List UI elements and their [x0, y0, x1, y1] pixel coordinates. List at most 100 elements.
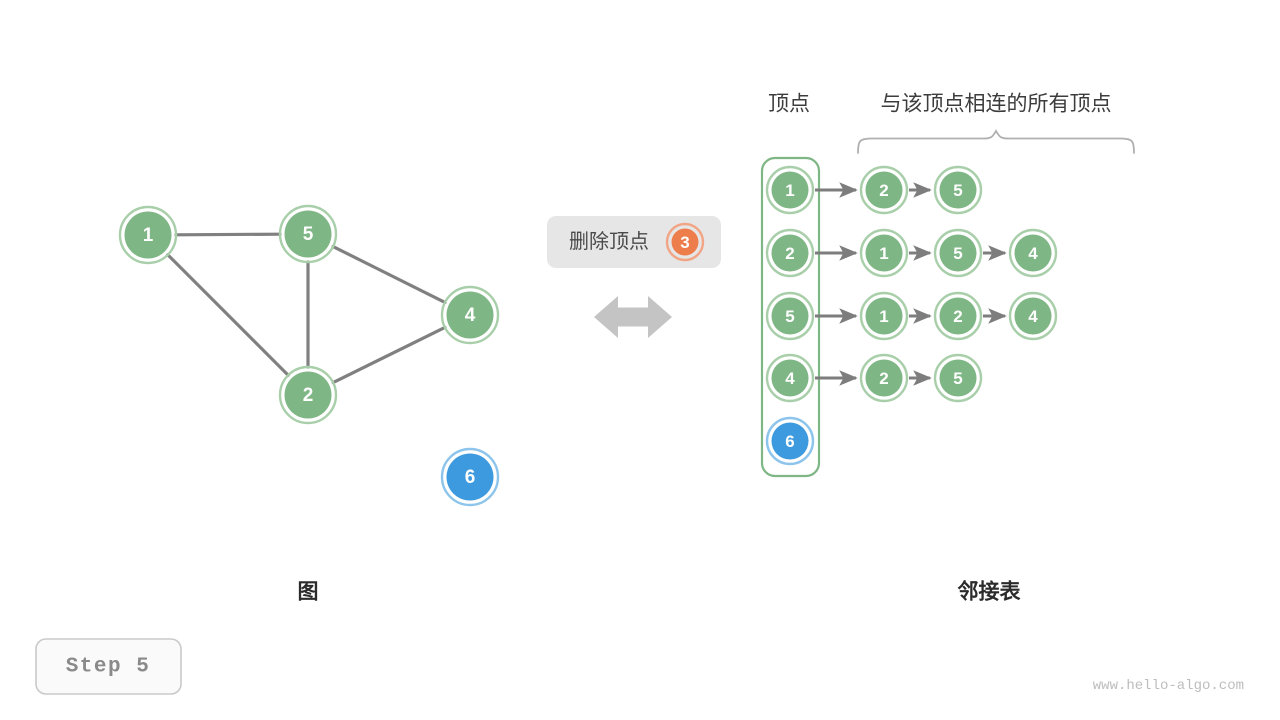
neighbors-brace: [857, 129, 1135, 154]
adjacency-neighbor-5-2-ring: [933, 291, 983, 341]
graph-node-6-disc: [446, 453, 494, 501]
graph-node-6: 6: [440, 447, 500, 507]
adjacency-neighbor-1-2-ring: [859, 165, 909, 215]
graph-edge-1-2: [166, 253, 290, 377]
adjacency-neighbor-4-2-disc: [865, 359, 903, 397]
graph-caption: 图: [298, 581, 319, 604]
adjacency-vertex-6-disc: [771, 422, 809, 460]
adjacency-vertex-4-ring: [765, 353, 815, 403]
header-neighbors: 与该顶点相连的所有顶点: [881, 93, 1112, 116]
graph-node-4: 4: [440, 285, 500, 345]
graph-edge-1-5: [174, 232, 282, 237]
adjacency-neighbor-2-5-ring: [933, 228, 983, 278]
adjacency-vertex-5-ring: [765, 291, 815, 341]
step-badge-box: [35, 638, 182, 695]
adjacency-neighbor-4-5-label: 5: [953, 369, 962, 388]
adjacency-vertex-6: 6: [765, 416, 815, 466]
adjacency-neighbor-4-2-label: 2: [879, 369, 888, 388]
adjacency-nodes: 1 2 5 2 1 5 4 5 1 2 4 4 2 5 6: [765, 165, 1058, 466]
graph-node-2-label: 2: [303, 385, 314, 406]
adjacency-arrows: [815, 182, 1007, 386]
graph-node-1-label: 1: [143, 225, 154, 246]
operation-badge-node-disc: [671, 228, 699, 256]
adjacency-neighbor-1-2: 2: [859, 165, 909, 215]
graph-node-1-ring: [118, 205, 178, 265]
adjacency-neighbor-1-2-label: 2: [879, 181, 888, 200]
adjacency-neighbor-2-5-disc: [939, 234, 977, 272]
operation-label: 删除顶点: [569, 230, 649, 253]
graph-node-5: 5: [278, 204, 338, 264]
adjacency-neighbor-2-1: 1: [859, 228, 909, 278]
adjacency-neighbor-2-5-label: 5: [953, 244, 962, 263]
operation-box: [547, 216, 721, 268]
graph-node-4-ring: [440, 285, 500, 345]
adjacency-vertex-1-label: 1: [785, 181, 794, 200]
adjacency-neighbor-4-2: 2: [859, 353, 909, 403]
bidirectional-arrow: [594, 296, 672, 338]
adjacency-vertex-5-label: 5: [785, 307, 794, 326]
adjacency-neighbor-4-5-ring: [933, 353, 983, 403]
graph-node-6-label: 6: [465, 467, 476, 488]
adjacency-neighbor-5-4-disc: [1014, 297, 1052, 335]
adjacency-neighbor-1-2-disc: [865, 171, 903, 209]
adjacency-neighbor-2-1-label: 1: [879, 244, 888, 263]
adjacency-neighbor-5-1-disc: [865, 297, 903, 335]
adjacency-vertex-2-ring: [765, 228, 815, 278]
graph-node-2-ring: [278, 365, 338, 425]
operation-badge-node-ring: [665, 222, 705, 262]
graph-node-5-disc: [284, 210, 332, 258]
graph-node-6-ring: [440, 447, 500, 507]
operation-badge-node: 3: [665, 222, 705, 262]
adjacency-vertex-2-disc: [771, 234, 809, 272]
adjacency-vertex-4-disc: [771, 359, 809, 397]
adjacency-neighbor-2-4-label: 4: [1028, 244, 1038, 263]
adjacency-neighbor-5-1-label: 1: [879, 307, 888, 326]
adjacency-neighbor-2-5: 5: [933, 228, 983, 278]
adjacency-vertex-2: 2: [765, 228, 815, 278]
header-vertex: 顶点: [768, 93, 810, 116]
graph-node-4-label: 4: [465, 305, 476, 326]
adjacency-neighbor-4-2-ring: [859, 353, 909, 403]
graph-node-2-disc: [284, 371, 332, 419]
adjacency-vertex-4: 4: [765, 353, 815, 403]
graph-node-1-disc: [124, 211, 172, 259]
adjacency-neighbor-5-2: 2: [933, 291, 983, 341]
adjacency-vertex-1: 1: [765, 165, 815, 215]
adjacency-neighbor-2-4: 4: [1008, 228, 1058, 278]
adjacency-neighbor-2-4-disc: [1014, 234, 1052, 272]
adjacency-neighbor-5-4: 4: [1008, 291, 1058, 341]
graph-nodes: 1 5 4 2 6: [118, 204, 500, 507]
watermark: www.hello-algo.com: [1093, 678, 1244, 694]
graph-edges: [166, 232, 447, 385]
adjacency-neighbor-5-2-disc: [939, 297, 977, 335]
adjacency-neighbor-2-4-ring: [1008, 228, 1058, 278]
adjacency-neighbor-5-1-ring: [859, 291, 909, 341]
operation-badge: 3: [665, 222, 705, 262]
graph-edge-5-4: [331, 244, 447, 305]
adjacency-vertex-1-ring: [765, 165, 815, 215]
adjacency-neighbor-5-4-label: 4: [1028, 307, 1038, 326]
graph-node-2: 2: [278, 365, 338, 425]
adjacency-vertex-5: 5: [765, 291, 815, 341]
adjacency-vertex-1-disc: [771, 171, 809, 209]
step-badge-label: Step 5: [66, 656, 151, 679]
adjacency-neighbor-4-5: 5: [933, 353, 983, 403]
adjacency-neighbor-4-5-disc: [939, 359, 977, 397]
adjacency-neighbor-1-5-label: 5: [953, 181, 962, 200]
adjacency-vertex-2-label: 2: [785, 244, 794, 263]
adjacency-neighbor-2-1-disc: [865, 234, 903, 272]
adjacency-vertex-4-label: 4: [785, 369, 795, 388]
adjacency-neighbor-1-5: 5: [933, 165, 983, 215]
graph-node-4-disc: [446, 291, 494, 339]
adjacency-neighbor-5-1: 1: [859, 291, 909, 341]
adjacency-neighbor-1-5-disc: [939, 171, 977, 209]
graph-edge-2-4: [331, 325, 447, 385]
adjacency-caption: 邻接表: [958, 580, 1022, 604]
graph-node-1: 1: [118, 205, 178, 265]
adjacency-vertex-5-disc: [771, 297, 809, 335]
graph-node-5-label: 5: [303, 224, 314, 245]
adjacency-neighbor-5-2-label: 2: [953, 307, 962, 326]
adjacency-neighbor-2-1-ring: [859, 228, 909, 278]
adjacency-vertex-6-label: 6: [785, 432, 794, 451]
operation-badge-node-label: 3: [680, 233, 689, 252]
